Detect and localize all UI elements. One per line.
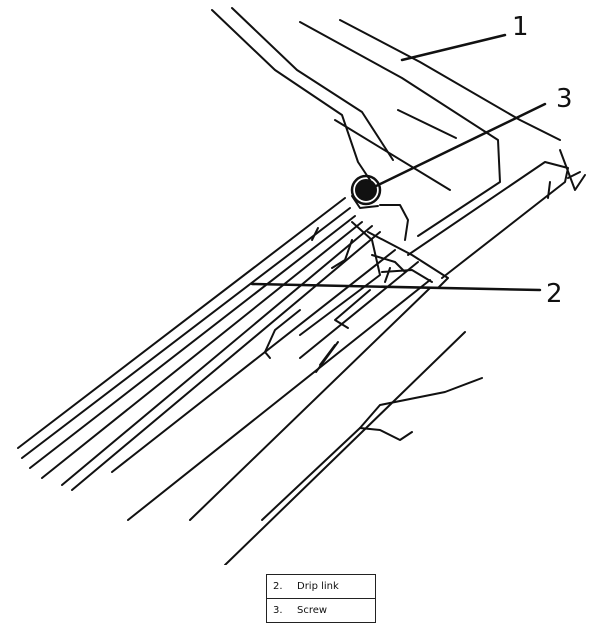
technical-illustration: 1 3 2 [17,7,586,565]
legend-row: 2. Drip link [266,574,376,599]
legend-table: 2. Drip link 3. Screw [266,574,376,623]
callout-2: 2 [546,279,563,309]
door-frame-outline [211,7,561,237]
drip-rail [17,197,431,521]
callout-3: 3 [556,84,573,114]
screw-icon [350,174,382,209]
drip-link-part [264,204,449,373]
legend-label: Drip link [291,574,376,599]
legend-label: Screw [291,598,376,623]
legend-number: 2. [266,574,291,599]
leader-lines [250,33,547,292]
callout-1: 1 [512,12,529,42]
legend-row: 3. Screw [266,598,376,623]
legend-number: 3. [266,598,291,623]
roof-panel-lines [189,149,586,565]
